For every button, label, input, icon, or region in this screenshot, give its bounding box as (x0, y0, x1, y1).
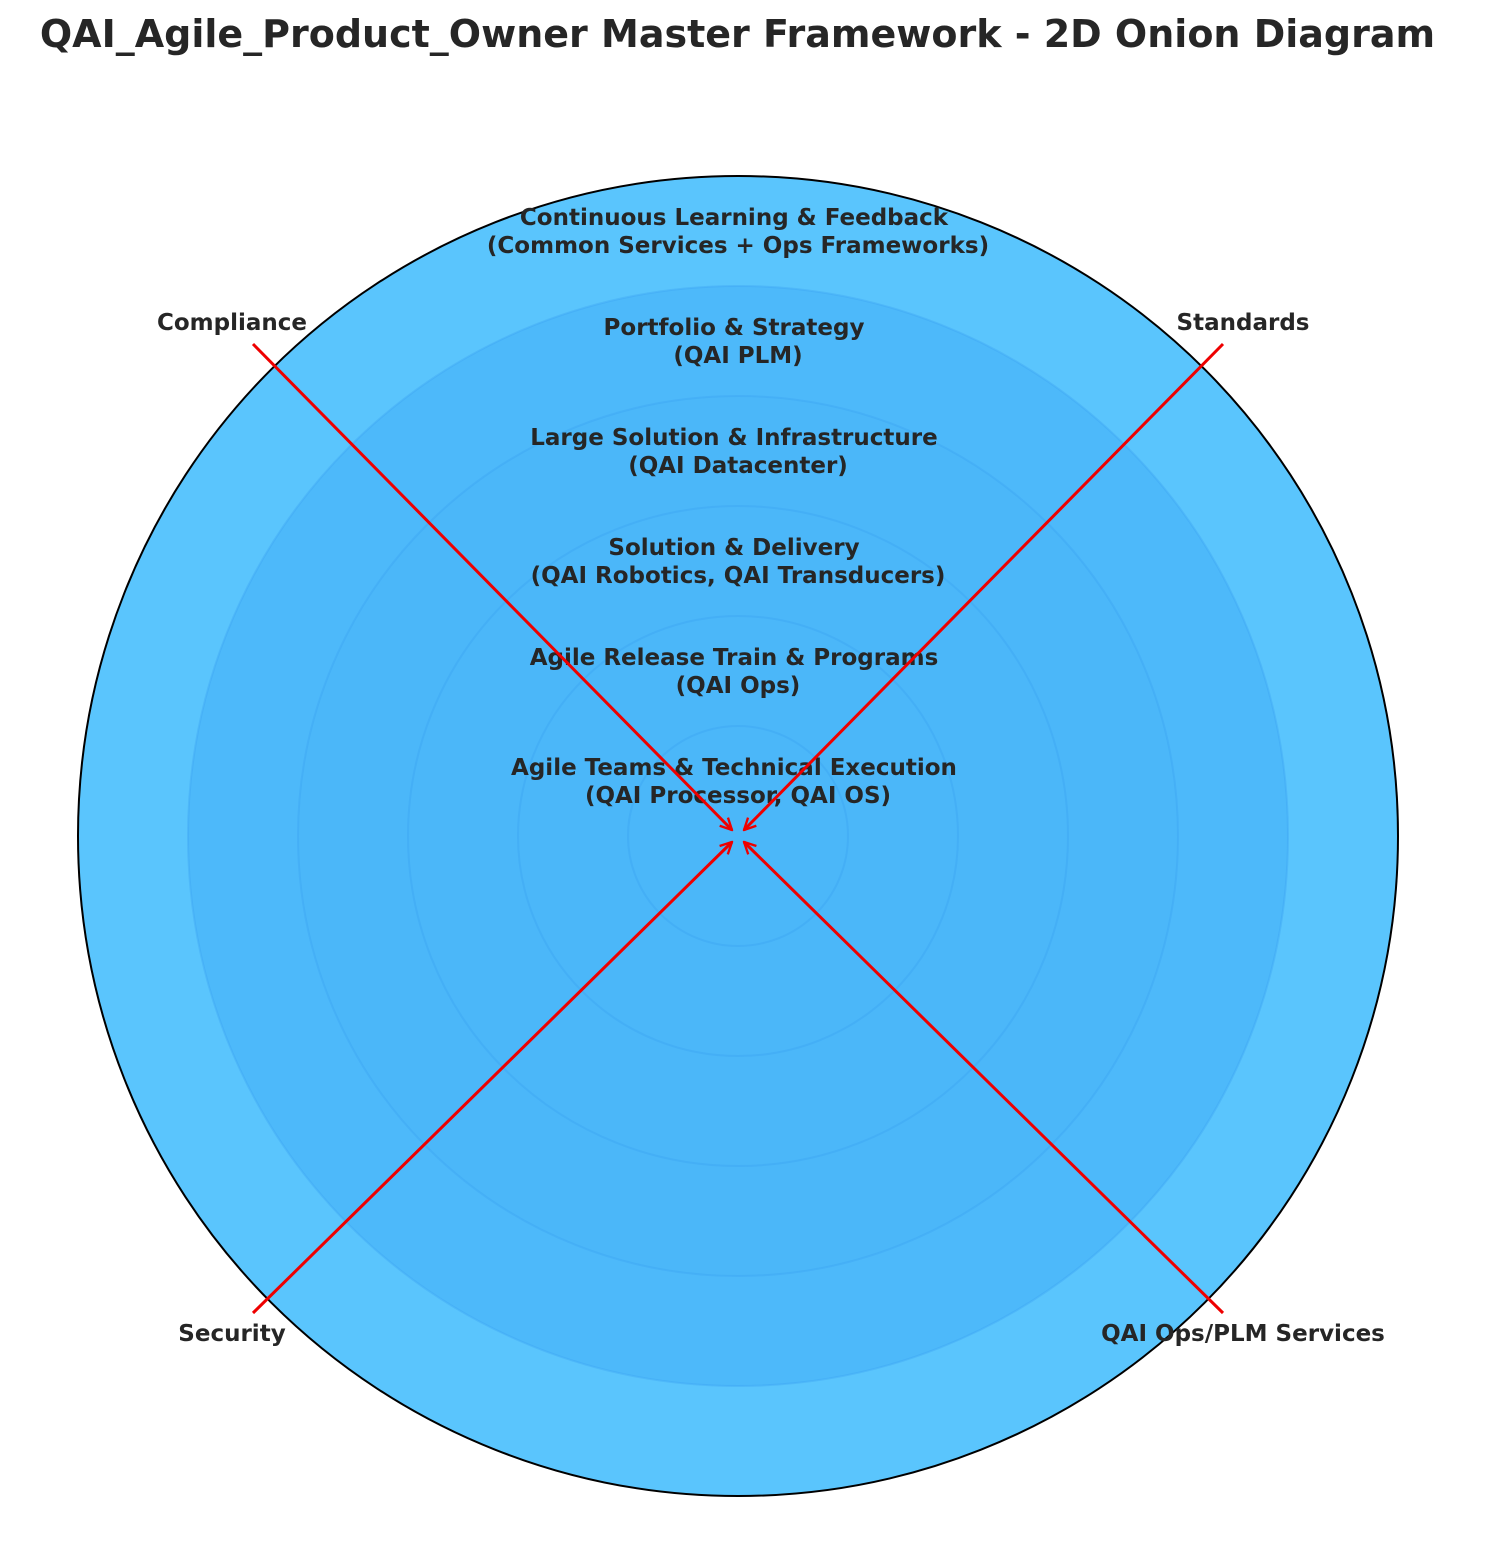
layer-name: Large Solution & Infrastructure (530, 425, 938, 451)
layer-detail: (QAI Robotics, QAI Transducers) (531, 563, 946, 589)
influence-label-compliance: Compliance (157, 310, 307, 336)
ring-solution-delivery (407, 505, 1069, 1167)
arrow-standards (744, 342, 1225, 830)
influence-label-security: Security (178, 1321, 285, 1347)
influence-arrows (251, 342, 1225, 1315)
layer-labels: Continuous Learning & Feedback (Common S… (487, 205, 989, 809)
ring-portfolio-strategy (187, 285, 1289, 1387)
layer-label-large-solution: Large Solution & Infrastructure (QAI Dat… (530, 425, 946, 479)
layer-name: Agile Teams & Technical Execution (511, 755, 957, 781)
layer-label-release-train: Agile Release Train & Programs (QAI Ops) (530, 645, 947, 699)
layer-label-solution-delivery: Solution & Delivery (QAI Robotics, QAI T… (531, 535, 946, 589)
arrow-security (251, 842, 732, 1315)
layer-label-agile-teams: Agile Teams & Technical Execution (QAI P… (511, 755, 965, 809)
ring-large-solution (297, 395, 1179, 1277)
ring-agile-teams (627, 725, 849, 947)
arrow-ops-plm-services (744, 842, 1225, 1315)
layer-detail: (Common Services + Ops Frameworks) (487, 233, 989, 259)
layer-detail: (QAI Datacenter) (628, 453, 848, 479)
influence-label-standards: Standards (1177, 310, 1310, 336)
ring-release-train (517, 615, 959, 1057)
page-title: QAI_Agile_Product_Owner Master Framework… (39, 12, 1436, 56)
layer-detail: (QAI Ops) (676, 673, 801, 699)
layer-name: Solution & Delivery (608, 535, 859, 561)
layer-detail: (QAI PLM) (673, 343, 802, 369)
layer-label-continuous-learning: Continuous Learning & Feedback (Common S… (487, 205, 989, 259)
layer-name: Continuous Learning & Feedback (520, 205, 949, 231)
arrow-compliance (251, 342, 732, 830)
layer-name: Portfolio & Strategy (604, 315, 865, 341)
influence-label-ops-plm-services: QAI Ops/PLM Services (1101, 1321, 1385, 1347)
layer-label-portfolio-strategy: Portfolio & Strategy (QAI PLM) (604, 315, 873, 369)
layer-detail: (QAI Processor, QAI OS) (585, 783, 891, 809)
layer-name: Agile Release Train & Programs (530, 645, 939, 671)
